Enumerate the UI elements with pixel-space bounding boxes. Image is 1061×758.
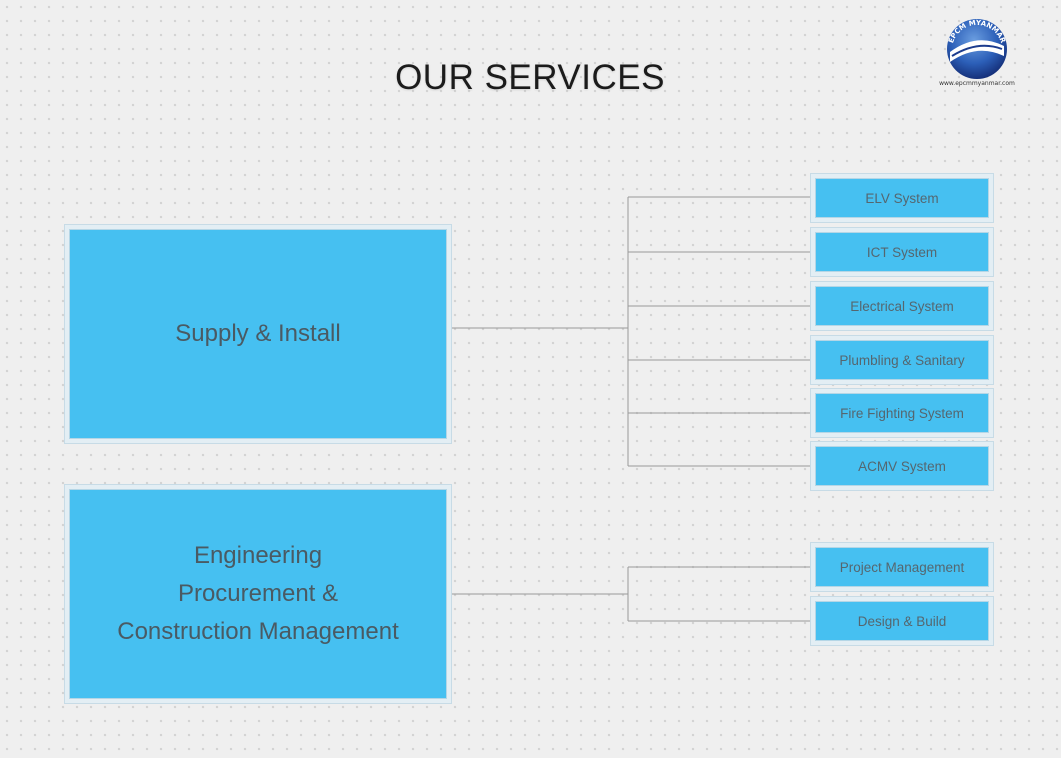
sub-service-project-management: Project Management bbox=[815, 547, 989, 587]
company-logo: EPCM MYANMAR www.epcmmyanmar.com bbox=[938, 16, 1016, 92]
sub-service-elv: ELV System bbox=[815, 178, 989, 218]
sub-service-electrical: Electrical System bbox=[815, 286, 989, 326]
globe-logo-icon: EPCM MYANMAR bbox=[947, 19, 1007, 79]
service-label: Supply & Install bbox=[175, 320, 341, 347]
sub-service-ict: ICT System bbox=[815, 232, 989, 272]
service-box-epcm: Engineering Procurement & Construction M… bbox=[69, 489, 447, 699]
logo-url: www.epcmmyanmar.com bbox=[939, 80, 1015, 87]
sub-service-acmv: ACMV System bbox=[815, 446, 989, 486]
service-box-supply-install: Supply & Install bbox=[69, 229, 447, 439]
sub-service-fire-fighting: Fire Fighting System bbox=[815, 393, 989, 433]
sub-service-plumbing: Plumbling & Sanitary bbox=[815, 340, 989, 380]
service-label: Engineering Procurement & Construction M… bbox=[117, 542, 399, 645]
sub-service-design-build: Design & Build bbox=[815, 601, 989, 641]
page-title: OUR SERVICES bbox=[395, 58, 665, 97]
